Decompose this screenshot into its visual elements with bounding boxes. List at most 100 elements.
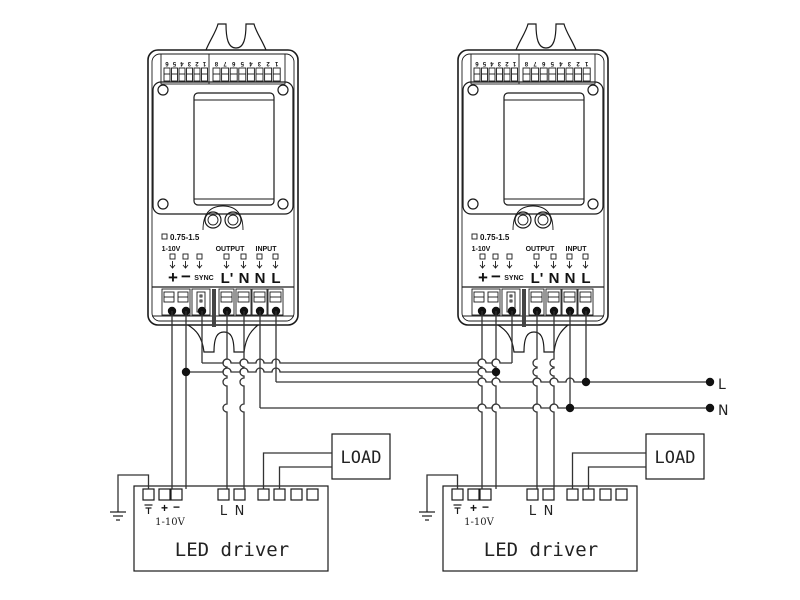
- dip-label: 7: [223, 60, 227, 66]
- load-wire-1: [262, 452, 332, 489]
- dip-label: 4: [559, 60, 563, 66]
- terminal-arrow-head: [272, 264, 279, 269]
- dip-label: 1: [512, 60, 516, 66]
- dip-label: 8: [524, 60, 528, 66]
- terminal-marker: [533, 253, 540, 260]
- lens-right-inner: [537, 214, 549, 226]
- led-driver-box: [442, 485, 638, 572]
- terminal-marker: [492, 253, 499, 260]
- dim-plus-wire: [477, 311, 483, 489]
- screw-hole: [277, 84, 289, 96]
- dim-group-label: 1-10V: [162, 246, 181, 253]
- dip-switch: [163, 67, 171, 82]
- screw-hole: [587, 198, 599, 210]
- dim-plus-symbol: +: [161, 501, 168, 515]
- driver-terminal: [233, 488, 246, 501]
- dip-switch: [221, 67, 230, 82]
- lens-left-inner: [207, 214, 219, 226]
- terminal-marker: [479, 253, 486, 260]
- dip-switch: [272, 67, 281, 82]
- dip-switch: [496, 67, 503, 82]
- dip-label: 3: [187, 60, 191, 66]
- output-n-wire: [549, 311, 555, 489]
- driver-n-label: N: [235, 504, 245, 519]
- load: LOAD: [262, 433, 391, 489]
- driver-n-label: N: [544, 504, 554, 519]
- dip-switch: [255, 67, 264, 82]
- dip-label: 2: [505, 60, 509, 66]
- screw-hole: [157, 84, 169, 96]
- dip-switch: [556, 67, 565, 82]
- mounting-tab-top: [515, 23, 577, 51]
- terminal-label-minus: −: [491, 267, 501, 286]
- sync-pin: [509, 299, 513, 303]
- terminal-marker: [256, 253, 263, 260]
- driver-terminal: [273, 488, 286, 501]
- wire-size-label: 0.75-1.5: [170, 233, 200, 242]
- led-driver-title: LED driver: [484, 539, 598, 561]
- ground-wire: [426, 474, 459, 512]
- dip-label: 6: [231, 60, 235, 66]
- dip-label: 5: [172, 60, 176, 66]
- dip-label: 3: [257, 60, 261, 66]
- terminal-label-l-out: L': [531, 270, 544, 287]
- dim-label: 1-10V: [464, 517, 494, 528]
- load-wire-2: [587, 466, 646, 489]
- mains-bus: LN: [171, 311, 728, 489]
- sensor-housing: [457, 49, 609, 326]
- sensor-window: [193, 92, 275, 206]
- lens-left: [514, 211, 532, 229]
- driver-terminal: [566, 488, 579, 501]
- dip-label: 6: [475, 60, 479, 66]
- terminal-marker: [169, 253, 176, 260]
- load: LOAD: [571, 433, 705, 489]
- terminal-arrow-head: [256, 264, 263, 269]
- dip-switch: [574, 67, 583, 82]
- dip-switch: [229, 67, 238, 82]
- load-label: LOAD: [341, 448, 382, 468]
- dip-switch: [473, 67, 481, 82]
- dip-switch: [511, 67, 518, 82]
- terminal-marker: [223, 253, 230, 260]
- dip-switch: [264, 67, 273, 82]
- wire-size-label: 0.75-1.5: [480, 233, 510, 242]
- sync-pin: [199, 294, 203, 298]
- dip-label: 5: [550, 60, 554, 66]
- wire-size-icon: [471, 233, 478, 240]
- dip-switch: [246, 67, 255, 82]
- driver-terminal: [615, 488, 628, 501]
- dip-label: 6: [541, 60, 545, 66]
- terminal-arrow-head: [492, 264, 499, 269]
- cover-panel: [152, 81, 294, 215]
- driver-terminal: [479, 488, 492, 501]
- dip-switch: [582, 67, 591, 82]
- lens-left-inner: [517, 214, 529, 226]
- dip-label: 3: [567, 60, 571, 66]
- terminal-arrow-head: [533, 264, 540, 269]
- terminal-marker: [550, 253, 557, 260]
- dip-label: 7: [533, 60, 537, 66]
- driver-terminal: [451, 488, 464, 501]
- terminal-arrow-head: [240, 264, 247, 269]
- terminal-arrow-head: [566, 264, 573, 269]
- driver-terminal: [142, 488, 155, 501]
- input-group-label: INPUT: [566, 246, 588, 253]
- driver-terminal: [582, 488, 595, 501]
- output-group-label: OUTPUT: [216, 246, 246, 253]
- lens-right: [534, 211, 552, 229]
- dip-switch: [539, 67, 548, 82]
- dip-label: 2: [266, 60, 270, 66]
- screw-hole: [467, 84, 479, 96]
- mains-l-terminal: [705, 377, 715, 387]
- dim-label: 1-10V: [155, 517, 185, 528]
- terminal-arrow-head: [550, 264, 557, 269]
- dim-plus-symbol: +: [470, 501, 477, 515]
- led-driver-box: [133, 485, 329, 572]
- load-label: LOAD: [655, 448, 696, 468]
- terminal-arrow-head: [182, 264, 189, 269]
- mains-n-wire: [260, 403, 710, 409]
